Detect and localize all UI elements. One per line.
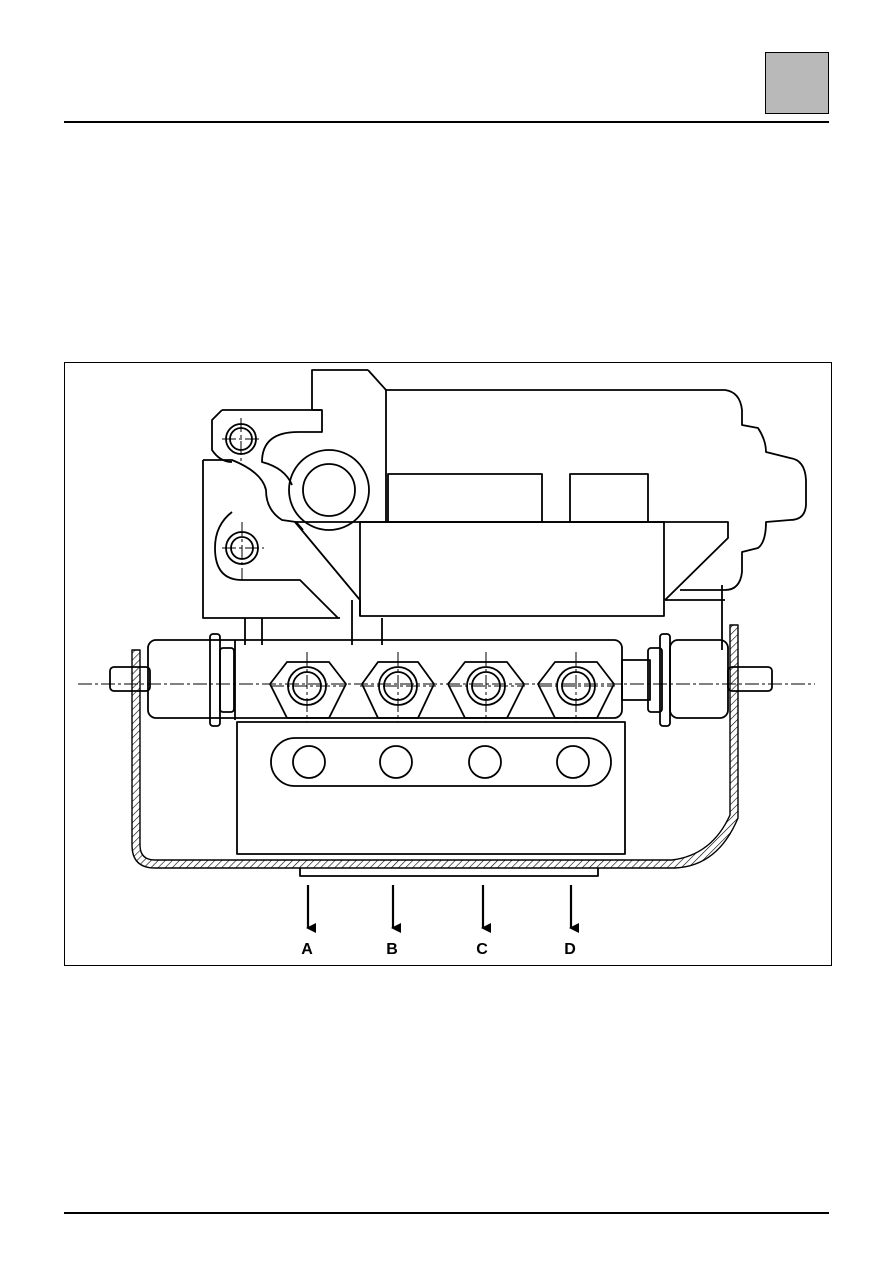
lower-block [236,721,626,855]
reservoir-tray [131,624,739,877]
outlet-label-c: C [476,941,488,958]
ring-fitting [288,449,370,531]
cross-shaft [109,633,773,727]
outlet-label-d: D [564,941,576,958]
centre-lines [78,418,815,722]
outlet-label-a: A [301,941,313,958]
outlet-arrows [306,885,579,933]
section-tab [765,52,829,114]
motor-housing [311,369,807,591]
outlet-nuts [269,661,615,719]
valve-block-top [244,521,729,650]
figure-frame [64,362,832,966]
outlet-label-b: B [386,941,398,958]
footer-rule [64,1212,829,1214]
header-rule [64,121,829,123]
